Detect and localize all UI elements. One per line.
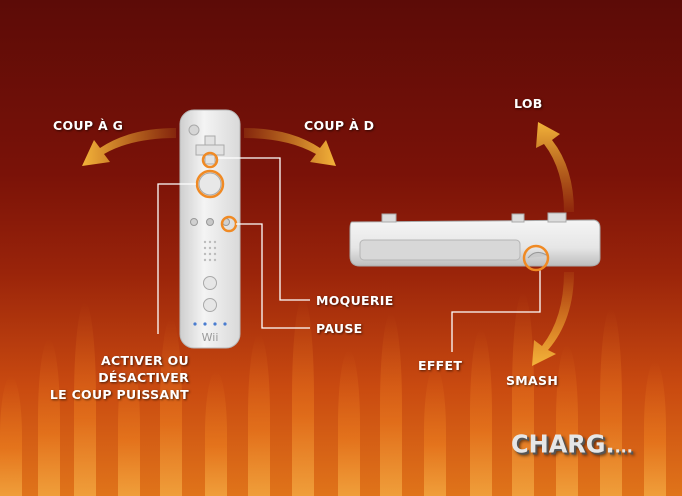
swing-left-label: COUP À G bbox=[53, 118, 124, 133]
power-shot-label-line-3: LE COUP PUISSANT bbox=[49, 387, 189, 402]
flame-streak bbox=[74, 302, 96, 496]
loading-indicator: CHARG.... bbox=[511, 429, 633, 458]
remote-brand-logo: Wii bbox=[202, 331, 219, 344]
effect-label: EFFET bbox=[418, 358, 463, 373]
leader-lines bbox=[157, 157, 541, 352]
power-button-icon bbox=[188, 124, 200, 136]
swing-right-arrow-icon bbox=[244, 128, 336, 166]
flame-streak bbox=[205, 371, 227, 496]
flame-streak bbox=[160, 318, 182, 496]
flame-streak bbox=[118, 355, 140, 496]
flame-streak bbox=[338, 350, 360, 496]
button-2-icon bbox=[203, 298, 217, 312]
power-shot-label-line-1: ACTIVER OU bbox=[101, 353, 189, 368]
pause-label: PAUSE bbox=[316, 321, 363, 336]
wii-remote-side bbox=[349, 212, 601, 267]
flame-streak bbox=[38, 339, 60, 496]
wii-remote-front: Wii bbox=[179, 109, 241, 349]
power-shot-label: ACTIVER OU DÉSACTIVER LE COUP PUISSANT bbox=[50, 352, 189, 403]
home-button-icon bbox=[206, 218, 214, 226]
flame-streak bbox=[644, 361, 666, 496]
flame-streak bbox=[0, 376, 22, 496]
flame-streak bbox=[556, 345, 578, 496]
flame-streak bbox=[470, 329, 492, 496]
flame-streak bbox=[600, 308, 622, 496]
loading-text: CHARG. bbox=[511, 429, 615, 459]
flame-streak bbox=[248, 334, 270, 496]
taunt-label: MOQUERIE bbox=[316, 293, 394, 308]
power-shot-button-highlight bbox=[195, 169, 225, 199]
power-shot-label-line-2: DÉSACTIVER bbox=[98, 370, 189, 385]
lob-label: LOB bbox=[514, 96, 543, 111]
loading-dots: ... bbox=[614, 436, 633, 457]
smash-label: SMASH bbox=[506, 373, 559, 388]
taunt-button-highlight bbox=[201, 151, 219, 169]
a-button-icon bbox=[198, 172, 222, 196]
lob-arrow-icon bbox=[536, 122, 574, 212]
flame-streak bbox=[380, 313, 402, 496]
smash-arrow-icon bbox=[532, 272, 574, 366]
swing-left-arrow-icon bbox=[82, 128, 176, 166]
b-trigger-highlight bbox=[522, 244, 550, 272]
flame-streak bbox=[512, 292, 534, 496]
flame-streak bbox=[424, 366, 446, 496]
swing-right-label: COUP À D bbox=[304, 118, 375, 133]
flame-streak bbox=[292, 297, 314, 496]
button-1-icon bbox=[203, 276, 217, 290]
